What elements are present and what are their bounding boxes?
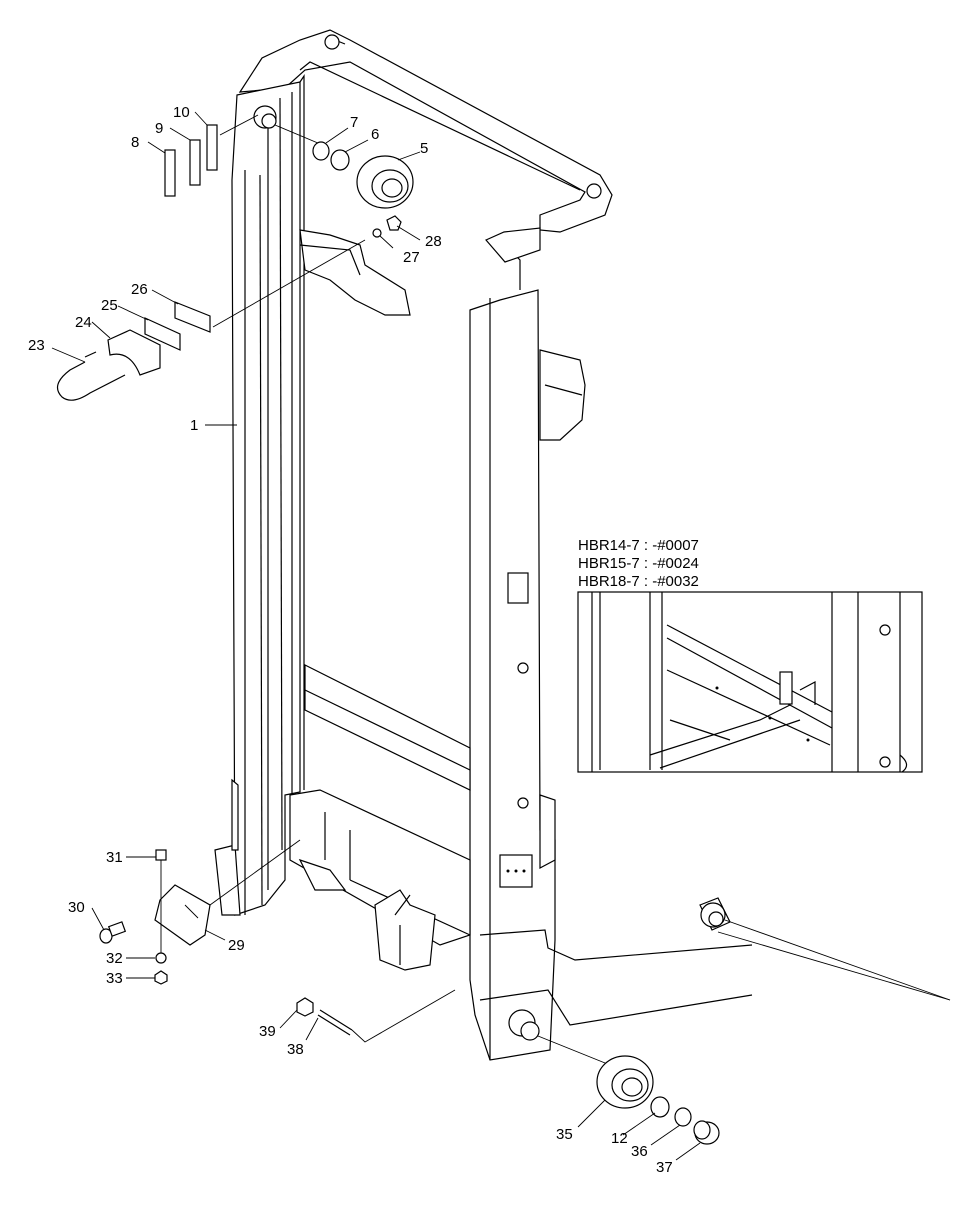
mast-frame: [214, 29, 951, 1066]
part-ring-6: [330, 149, 350, 171]
serial-note-1: HBR14-7 : -#0007: [578, 537, 699, 554]
serial-note-2: HBR15-7 : -#0024: [578, 555, 699, 572]
callout-8: 8: [131, 134, 139, 151]
part-clamp-24: [107, 329, 161, 376]
callout-12: 12: [611, 1130, 628, 1147]
part-bolt-31: [155, 849, 167, 960]
callout-29: 29: [228, 937, 245, 954]
callout-23: 23: [28, 337, 45, 354]
callout-25: 25: [101, 297, 118, 314]
callout-30: 30: [68, 899, 85, 916]
part-washer-32: [155, 952, 167, 964]
detail-inset: [577, 591, 923, 773]
leader-lines: [51, 111, 701, 1161]
part-nut-33: [154, 970, 168, 985]
callout-numbers: 1 5 6 7 8 9 10 12 23 24 25 26 27 28 29 3…: [28, 104, 673, 1176]
serial-notes: HBR14-7 : -#0007 HBR15-7 : -#0024 HBR18-…: [578, 537, 699, 590]
part-cap-37: [693, 1120, 720, 1145]
part-plate-26: [174, 301, 211, 333]
callout-5: 5: [420, 140, 428, 157]
callout-39: 39: [259, 1023, 276, 1040]
callout-1: 1: [190, 417, 198, 434]
callout-32: 32: [106, 950, 123, 967]
callout-35: 35: [556, 1126, 573, 1143]
part-plate-8: [164, 149, 176, 197]
callout-7: 7: [350, 114, 358, 131]
part-plate-25: [144, 317, 181, 351]
callout-31: 31: [106, 849, 123, 866]
callout-27: 27: [403, 249, 420, 266]
part-bracket-29: [154, 884, 211, 946]
part-nut-28: [386, 215, 402, 231]
callout-33: 33: [106, 970, 123, 987]
serial-note-3: HBR18-7 : -#0032: [578, 573, 699, 590]
part-plate-9: [189, 139, 201, 186]
part-nut-39: [296, 997, 314, 1017]
callout-6: 6: [371, 126, 379, 143]
part-ring-7: [312, 141, 330, 161]
callout-10: 10: [173, 104, 190, 121]
part-ubolt-23: [56, 361, 126, 401]
part-spring-38: [317, 989, 456, 1043]
part-bearing-35: [596, 1055, 654, 1109]
callout-24: 24: [75, 314, 92, 331]
part-bolt-30: [99, 921, 127, 944]
callout-38: 38: [287, 1041, 304, 1058]
part-bearing-5: [356, 155, 414, 209]
callout-36: 36: [631, 1143, 648, 1160]
part-cap-36: [674, 1107, 692, 1127]
part-ring-12: [650, 1096, 670, 1118]
callout-37: 37: [656, 1159, 673, 1176]
part-plate-10: [206, 124, 218, 171]
callout-26: 26: [131, 281, 148, 298]
callout-9: 9: [155, 120, 163, 137]
callout-28: 28: [425, 233, 442, 250]
part-washer-27: [372, 228, 382, 238]
